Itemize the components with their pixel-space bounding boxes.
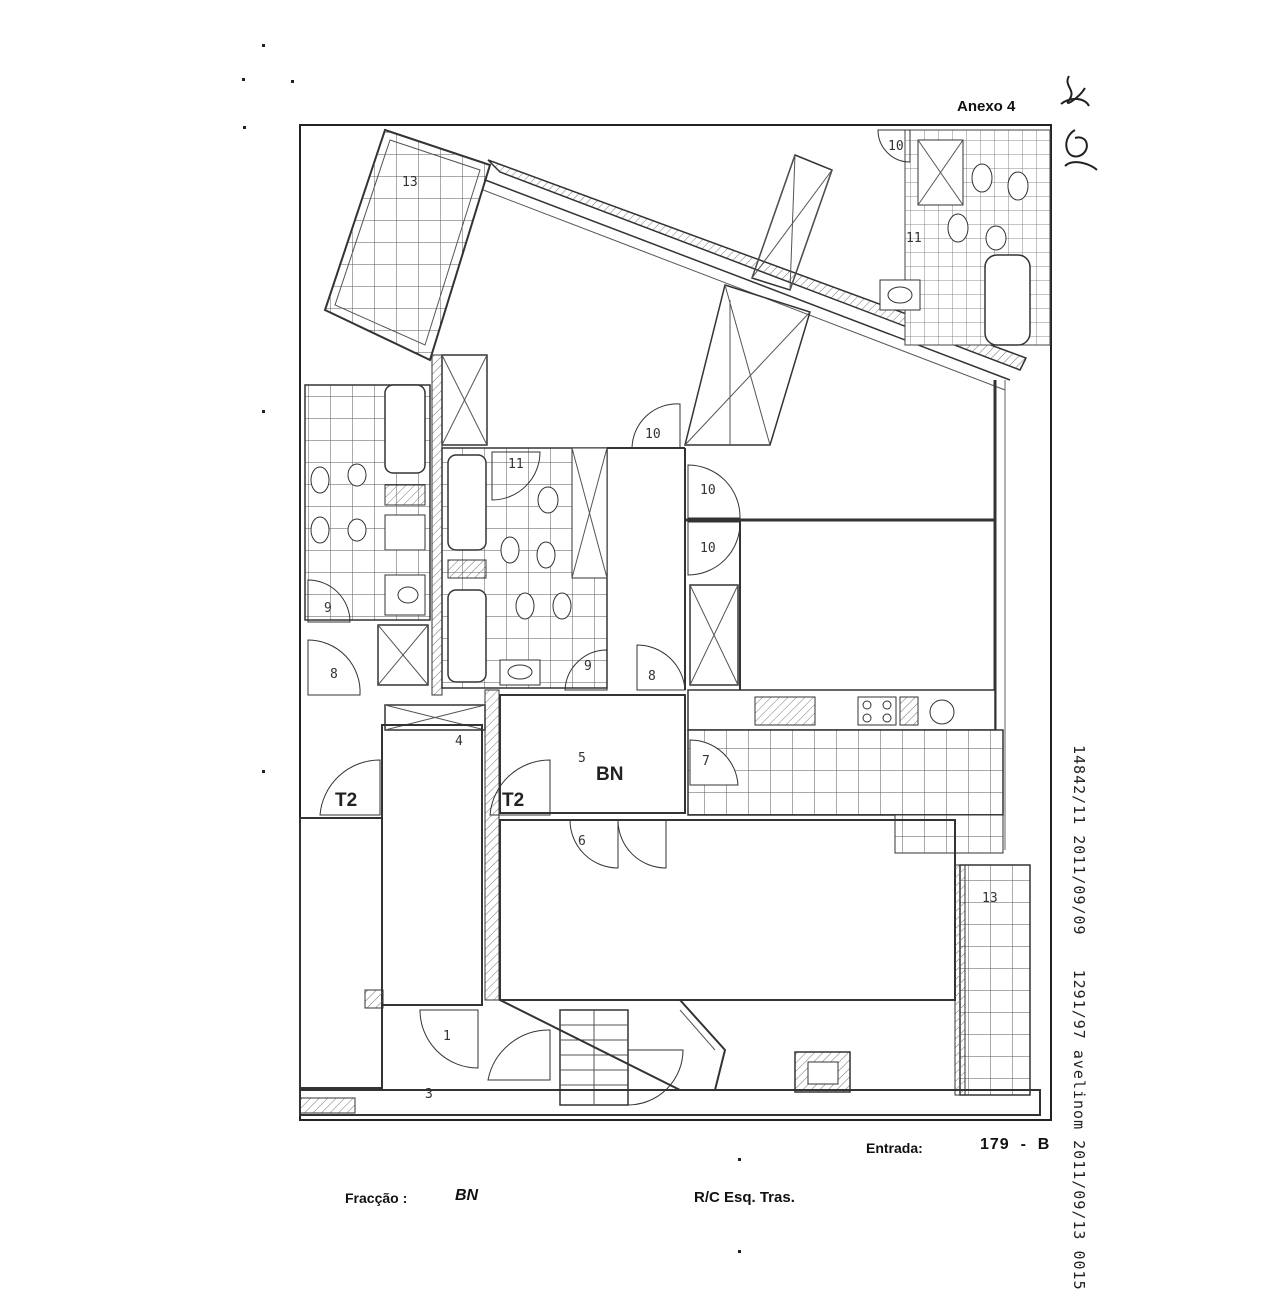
room-label-10-c: 10 [700, 541, 716, 556]
room-label-3: 3 [425, 1087, 433, 1102]
scan-speck [262, 410, 265, 413]
room-label-10-b: 10 [700, 483, 716, 498]
door-swing-10-corridor [631, 403, 681, 449]
door-swing-9-left [307, 579, 351, 623]
balcony-13-top [323, 128, 492, 362]
door-swing-1 [419, 1009, 479, 1069]
scan-speck [291, 80, 294, 83]
room-label-8-left: 8 [330, 667, 338, 682]
bathroom-left [304, 384, 431, 621]
scan-speck [242, 78, 245, 81]
entry-room [381, 724, 483, 1006]
registry-stamp: 14842/11 2011/09/09 1291/97 avelinom 201… [1070, 745, 1088, 1315]
entrance-label: Entrada: [866, 1140, 923, 1156]
room-label-10-a: 10 [645, 427, 661, 442]
bathroom-top-right [879, 129, 1051, 346]
door-swing-8-mid [636, 644, 686, 691]
scan-speck [262, 770, 265, 773]
door-swing-t2-mid [489, 759, 551, 816]
scan-speck [738, 1158, 741, 1161]
left-long-room [299, 817, 383, 1089]
room-label-7: 7 [702, 754, 710, 769]
room-label-5: 5 [578, 751, 586, 766]
annex-label: Anexo 4 [957, 98, 1016, 115]
door-swing-8-left [307, 639, 361, 696]
shaft-diagonal-1 [751, 154, 833, 291]
fraction-label-bn: BN [596, 764, 623, 785]
wall-stub [364, 989, 384, 1009]
room-label-9-mid: 9 [584, 659, 592, 674]
wall-column-mid [484, 689, 500, 1001]
apartment-type-t2-mid: T2 [502, 790, 524, 811]
door-swing-t2-left [319, 759, 381, 816]
scan-speck [262, 44, 265, 47]
floor-plan: 13 10 [299, 124, 1052, 1121]
fraction-label: Fracção : [345, 1190, 408, 1206]
bottom-exterior-wall [299, 1089, 1041, 1116]
room-label-11-mid: 11 [508, 457, 524, 472]
closet-diagonal-2 [684, 284, 811, 446]
apartment-type-t2-left: T2 [335, 790, 357, 811]
room-label-6: 6 [578, 834, 586, 849]
door-swing-7 [689, 739, 739, 786]
stamp-line-1: 14842/11 2011/09/09 [1070, 745, 1088, 936]
door-swing-11-mid [491, 451, 541, 501]
double-door-6 [569, 819, 667, 869]
door-swing-3 [487, 1029, 551, 1081]
scan-speck [243, 126, 246, 129]
room-label-4: 4 [455, 734, 463, 749]
room-label-10-top-right: 10 [888, 139, 904, 154]
room-label-13-top: 13 [402, 175, 418, 190]
balcony-13-right [954, 864, 1031, 1096]
document-page: Anexo 4 [242, 44, 1098, 1291]
fraction-value: BN [455, 1187, 479, 1204]
wall-column-left [431, 354, 443, 696]
bathroom-mid [441, 447, 608, 689]
closet-bedroom [689, 584, 739, 686]
closet-left [377, 624, 429, 686]
room-label-8-mid: 8 [648, 669, 656, 684]
door-swing-10-bedroom-1 [687, 464, 741, 519]
closet-mid-top [441, 354, 488, 446]
hall-bn [499, 694, 686, 814]
room-label-1: 1 [443, 1029, 451, 1044]
handwritten-signature [1060, 75, 1098, 171]
closet-4 [384, 704, 486, 731]
floor-location: R/C Esq. Tras. [694, 1189, 795, 1206]
door-swing-10-top-right [877, 129, 911, 163]
kitchen [687, 689, 1004, 854]
scan-speck [738, 1250, 741, 1253]
room-label-13-right: 13 [982, 891, 998, 906]
living-room [499, 819, 956, 1001]
angled-wall-bottom [499, 999, 727, 1091]
plan-frame [299, 124, 1052, 1121]
room-label-11-top-right: 11 [906, 231, 922, 246]
stamp-line-2: 1291/97 avelinom 2011/09/13 0015 [1070, 969, 1088, 1291]
entrance-value: 179 - B [980, 1136, 1051, 1153]
room-label-9-left: 9 [324, 601, 332, 616]
door-swing-stairs [627, 1049, 684, 1106]
door-swing-9-mid [564, 649, 608, 691]
